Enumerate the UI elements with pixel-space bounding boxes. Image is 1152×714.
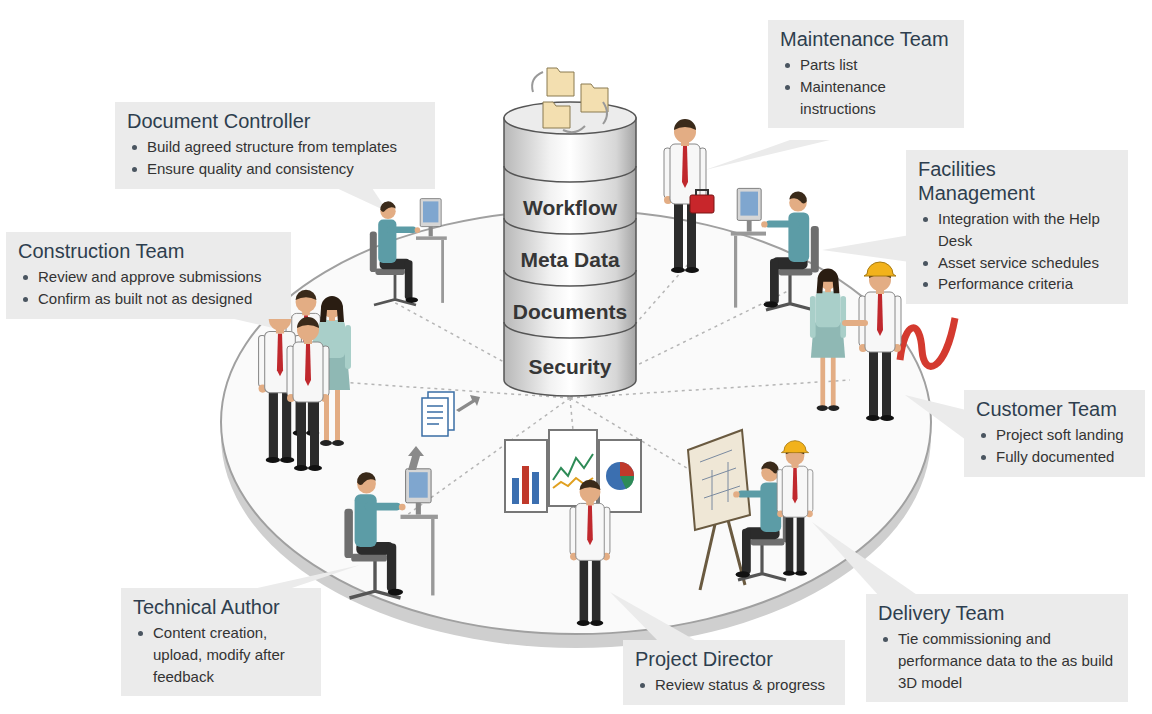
bullet-dot: [138, 631, 143, 636]
bullet-text: Review status & progress: [655, 674, 833, 696]
bullet-row: Content creation, upload, modify after f…: [133, 622, 309, 687]
bullet-dot: [640, 683, 645, 688]
role-callout: Maintenance TeamParts listMaintenance in…: [768, 20, 964, 128]
bullet-row: Review and approve submissions: [18, 266, 279, 288]
bullet-row: Build agreed structure from templates: [127, 136, 423, 158]
role-heading: Maintenance Team: [780, 27, 952, 51]
technical-author-figure: [344, 392, 480, 598]
database-layer-label: Documents: [503, 298, 637, 326]
bullet-text: Fully documented: [996, 446, 1133, 468]
role-heading: Facilities Management: [918, 157, 1116, 205]
role-heading: Construction Team: [18, 239, 279, 263]
bullet-dot: [23, 275, 28, 280]
bullet-dot: [923, 217, 928, 222]
bullet-text: Build agreed structure from templates: [147, 136, 423, 158]
role-callout: Document ControllerBuild agreed structur…: [115, 102, 435, 189]
bullet-dot: [132, 167, 137, 172]
bullet-text: Ensure quality and consistency: [147, 158, 423, 180]
database-layer-label: Meta Data: [503, 246, 637, 274]
database-node: WorkflowMeta DataDocumentsSecurity: [503, 62, 637, 398]
bullet-text: Asset service schedules: [938, 252, 1116, 274]
bullet-row: Review status & progress: [635, 674, 833, 696]
bullet-dot: [981, 455, 986, 460]
bullet-row: Ensure quality and consistency: [127, 158, 423, 180]
bullet-text: Content creation, upload, modify after f…: [153, 622, 309, 687]
bullet-row: Asset service schedules: [918, 252, 1116, 274]
bullet-text: Tie commissioning and performance data t…: [898, 628, 1116, 693]
facilities-figure: [731, 188, 819, 310]
database-cylinder: [503, 62, 637, 398]
database-layer-label: Security: [503, 353, 637, 381]
role-callout: Customer TeamProject soft landingFully d…: [964, 390, 1145, 477]
bullet-row: Tie commissioning and performance data t…: [878, 628, 1116, 693]
bullet-text: Performance criteria: [938, 273, 1116, 295]
bullet-dot: [785, 85, 790, 90]
bullet-dot: [923, 261, 928, 266]
bullet-row: Performance criteria: [918, 273, 1116, 295]
bullet-row: Maintenance instructions: [780, 76, 952, 120]
role-heading: Delivery Team: [878, 601, 1116, 625]
bullet-text: Integration with the Help Desk: [938, 208, 1116, 252]
bullet-row: Integration with the Help Desk: [918, 208, 1116, 252]
role-callout: Technical AuthorContent creation, upload…: [121, 588, 321, 696]
role-callout: Project DirectorReview status & progress: [623, 640, 845, 705]
role-callout: Facilities ManagementIntegration with th…: [906, 150, 1128, 304]
delivery-figures: [688, 430, 813, 590]
bullet-row: Parts list: [780, 54, 952, 76]
bullet-row: Project soft landing: [976, 424, 1133, 446]
role-heading: Technical Author: [133, 595, 309, 619]
bullet-row: Fully documented: [976, 446, 1133, 468]
document-controller-figure: [370, 199, 447, 305]
bullet-dot: [981, 433, 986, 438]
bullet-dot: [923, 282, 928, 287]
bullet-dot: [132, 145, 137, 150]
bullet-dot: [883, 637, 888, 642]
bullet-text: Project soft landing: [996, 424, 1133, 446]
bullet-dot: [785, 63, 790, 68]
database-layer-label: Workflow: [503, 194, 637, 222]
bullet-row: Confirm as built not as designed: [18, 288, 279, 310]
role-heading: Customer Team: [976, 397, 1133, 421]
bullet-text: Confirm as built not as designed: [38, 288, 279, 310]
bullet-text: Parts list: [800, 54, 952, 76]
role-heading: Project Director: [635, 647, 833, 671]
bullet-dot: [23, 297, 28, 302]
role-heading: Document Controller: [127, 109, 423, 133]
project-director-figure: [505, 430, 641, 626]
bullet-text: Maintenance instructions: [800, 76, 952, 120]
bullet-text: Review and approve submissions: [38, 266, 279, 288]
role-callout: Construction TeamReview and approve subm…: [6, 232, 291, 319]
role-callout: Delivery TeamTie commissioning and perfo…: [866, 594, 1128, 702]
maintenance-figure: [664, 119, 714, 273]
